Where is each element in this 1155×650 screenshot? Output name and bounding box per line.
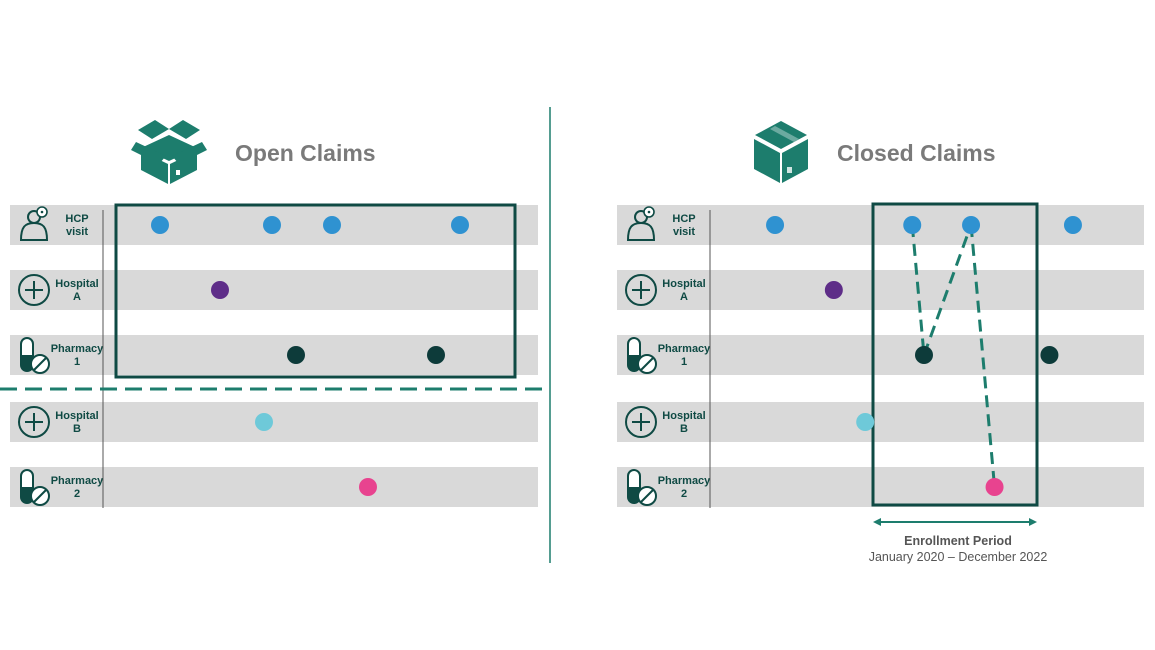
claim-dot-hcp bbox=[962, 216, 981, 234]
claim-link-line bbox=[910, 224, 926, 356]
claim-dot-pharm1 bbox=[1040, 346, 1059, 364]
claim-dot-pharm1 bbox=[287, 346, 305, 364]
row-sublabel-pharm1: 1 bbox=[74, 356, 80, 368]
row-sublabel-pharm2: 2 bbox=[74, 488, 80, 500]
claim-dot-hospA bbox=[824, 281, 843, 299]
row-band-pharm1 bbox=[10, 335, 538, 375]
row-band-pharm2 bbox=[10, 467, 538, 507]
plus-circle-icon bbox=[625, 274, 657, 306]
claim-dot-hcp bbox=[151, 216, 169, 234]
row-label-hcp: HCP bbox=[65, 213, 88, 225]
row-label-hospA: Hospital bbox=[55, 278, 98, 290]
row-sublabel-pharm1: 1 bbox=[681, 356, 687, 368]
claim-dot-pharm1 bbox=[427, 346, 445, 364]
claim-dot-hcp bbox=[903, 216, 922, 234]
row-label-pharm1: Pharmacy bbox=[658, 343, 711, 355]
row-band-hospA bbox=[10, 270, 538, 310]
open-claims-window bbox=[114, 203, 517, 379]
row-label-hospB: Hospital bbox=[662, 410, 705, 422]
row-sublabel-hcp: visit bbox=[66, 226, 88, 238]
row-label-hospB: Hospital bbox=[55, 410, 98, 422]
open-box-icon bbox=[131, 120, 207, 184]
claim-dot-hospB bbox=[856, 413, 875, 431]
row-sublabel-hcp: visit bbox=[673, 226, 695, 238]
pill-icon bbox=[627, 469, 657, 506]
row-sublabel-hospB: B bbox=[73, 423, 81, 435]
enrollment-period-label: Enrollment Period bbox=[904, 534, 1012, 548]
row-label-hcp: HCP bbox=[672, 213, 695, 225]
enrollment-window bbox=[871, 202, 1039, 507]
row-band-pharm2 bbox=[617, 467, 1144, 507]
claim-dot-hcp bbox=[451, 216, 469, 234]
closed-box-icon bbox=[754, 121, 808, 183]
row-band-hospB bbox=[10, 402, 538, 442]
row-label-pharm2: Pharmacy bbox=[51, 475, 104, 487]
claim-dot-hospA bbox=[211, 281, 229, 299]
claim-dot-hcp bbox=[263, 216, 281, 234]
claim-link-line bbox=[969, 224, 997, 488]
row-label-pharm1: Pharmacy bbox=[51, 343, 104, 355]
claim-dot-pharm1 bbox=[915, 346, 933, 364]
open-claims-title: Open Claims bbox=[235, 140, 376, 166]
enrollment-period-range: January 2020 – December 2022 bbox=[869, 550, 1048, 564]
row-band-hospB bbox=[617, 402, 1144, 442]
row-sublabel-hospA: A bbox=[73, 291, 81, 303]
row-band-hcp bbox=[617, 205, 1144, 245]
pill-icon bbox=[20, 337, 50, 374]
enrollment-period-arrow bbox=[873, 518, 1037, 526]
claim-dot-hcp bbox=[323, 216, 341, 234]
closed-claims-title: Closed Claims bbox=[837, 140, 996, 166]
plus-circle-icon bbox=[18, 406, 50, 438]
row-band-hospA bbox=[617, 270, 1144, 310]
row-sublabel-pharm2: 2 bbox=[681, 488, 687, 500]
claim-dot-hospB bbox=[255, 413, 273, 431]
claim-dot-pharm2 bbox=[985, 478, 1004, 496]
row-band-pharm1 bbox=[617, 335, 1144, 375]
plus-circle-icon bbox=[625, 406, 657, 438]
claim-dot-hcp bbox=[1063, 216, 1082, 234]
claim-link-line bbox=[922, 224, 973, 356]
pill-icon bbox=[20, 469, 50, 506]
claim-dot-pharm2 bbox=[359, 478, 377, 496]
claim-dot-hcp bbox=[766, 216, 785, 234]
plus-circle-icon bbox=[18, 274, 50, 306]
person-icon bbox=[19, 206, 49, 241]
row-sublabel-hospB: B bbox=[680, 423, 688, 435]
pill-icon bbox=[627, 337, 657, 374]
row-label-hospA: Hospital bbox=[662, 278, 705, 290]
row-label-pharm2: Pharmacy bbox=[658, 475, 711, 487]
person-icon bbox=[626, 206, 656, 241]
row-sublabel-hospA: A bbox=[680, 291, 688, 303]
